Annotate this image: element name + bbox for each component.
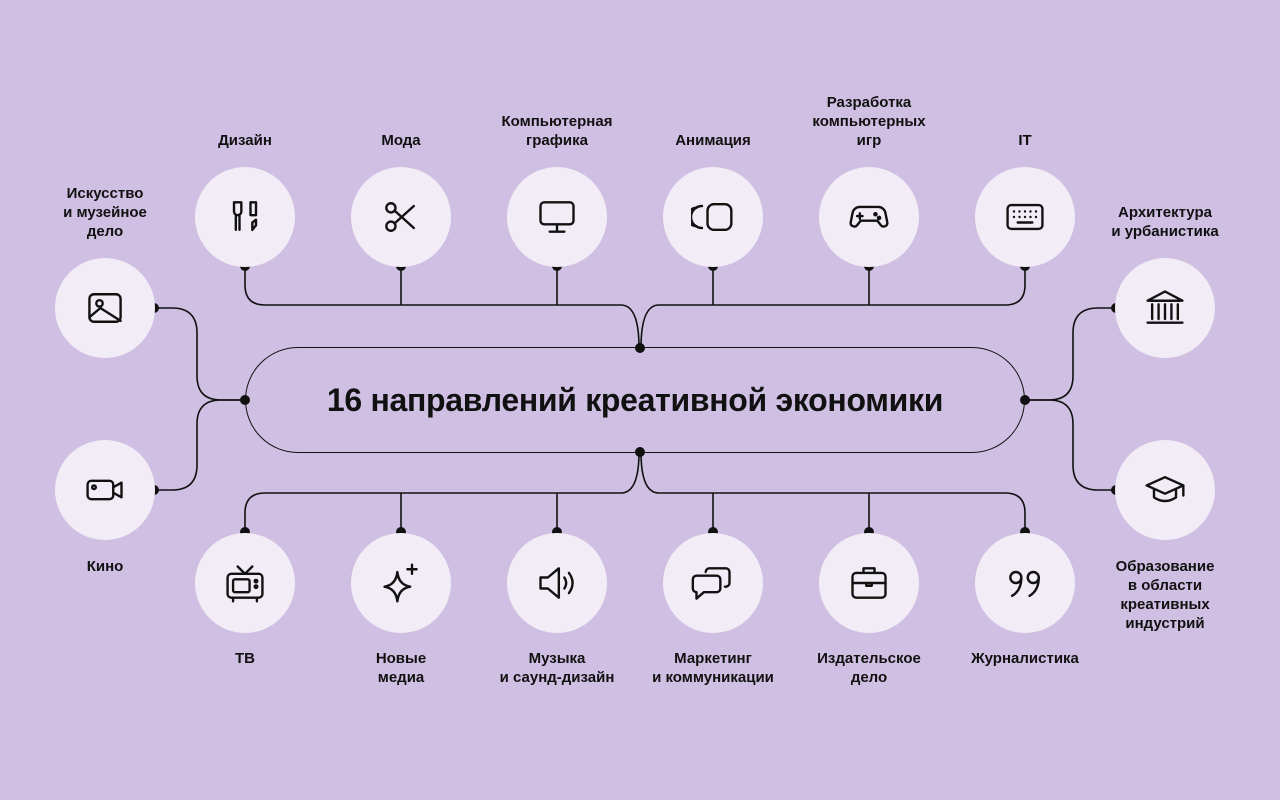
sparkle-icon bbox=[383, 563, 418, 603]
image-icon bbox=[88, 293, 122, 323]
node-art-museum bbox=[55, 258, 155, 358]
node-architecture bbox=[1115, 258, 1215, 358]
junction-dot bbox=[635, 343, 645, 353]
label-tv: ТВ bbox=[235, 650, 255, 667]
connector-tv bbox=[244, 451, 640, 532]
label-fashion: Мода bbox=[381, 132, 421, 149]
gamepad-icon bbox=[849, 205, 889, 228]
tv-icon bbox=[226, 565, 264, 603]
diagram-title: 16 направлений креативной экономики bbox=[326, 381, 944, 418]
label-art-museum: Искусство и музейное дело bbox=[63, 185, 147, 240]
node-cinema bbox=[55, 440, 155, 540]
connector-journalism bbox=[640, 451, 1026, 532]
node-computer-graphics bbox=[507, 167, 607, 267]
label-journalism: Журналистика bbox=[971, 650, 1079, 667]
connector-design bbox=[244, 266, 640, 349]
building-columns-icon bbox=[1146, 290, 1184, 324]
label-music: Музыка и саунд-дизайн bbox=[499, 650, 615, 686]
node-gamedev bbox=[819, 167, 919, 267]
quote-icon bbox=[1009, 570, 1040, 598]
connector-education bbox=[1025, 399, 1116, 491]
node-it bbox=[975, 167, 1075, 267]
connector-it bbox=[640, 266, 1026, 349]
animation-frames-icon bbox=[691, 202, 733, 232]
label-cinema: Кино bbox=[86, 558, 124, 575]
node-music bbox=[507, 533, 607, 633]
keyboard-icon bbox=[1006, 203, 1044, 231]
node-marketing bbox=[663, 533, 763, 633]
label-design: Дизайн bbox=[218, 132, 272, 149]
node-new-media bbox=[351, 533, 451, 633]
node-publishing bbox=[819, 533, 919, 633]
brush-icon bbox=[232, 201, 258, 232]
node-animation bbox=[663, 167, 763, 267]
connector-cinema bbox=[154, 399, 245, 491]
speaker-icon bbox=[539, 567, 574, 599]
node-fashion bbox=[351, 167, 451, 267]
label-marketing: Маркетинг и коммуникации bbox=[652, 650, 774, 686]
label-architecture: Архитектура и урбанистика bbox=[1111, 204, 1219, 240]
node-journalism bbox=[975, 533, 1075, 633]
connector-architecture bbox=[1025, 307, 1116, 401]
label-publishing: Издательское дело bbox=[817, 650, 921, 686]
monitor-icon bbox=[539, 201, 575, 233]
node-tv bbox=[195, 533, 295, 633]
scissors-icon bbox=[385, 202, 416, 232]
label-animation: Анимация bbox=[675, 132, 751, 149]
briefcase-icon bbox=[851, 567, 887, 599]
central-title-pill: 16 направлений креативной экономики bbox=[245, 347, 1025, 453]
label-education: Образование в области креативных индустр… bbox=[1115, 558, 1215, 632]
label-gamedev: Разработка компьютерных игр bbox=[812, 94, 926, 149]
label-it: IT bbox=[1018, 132, 1032, 149]
connector-art bbox=[154, 307, 245, 401]
video-camera-icon bbox=[86, 479, 123, 501]
graduation-cap-icon bbox=[1145, 475, 1185, 503]
label-new-media: Новые медиа bbox=[375, 650, 427, 686]
node-design bbox=[195, 167, 295, 267]
label-computer-graphics: Компьютерная графика bbox=[501, 113, 613, 149]
chat-bubbles-icon bbox=[691, 567, 731, 600]
node-education bbox=[1115, 440, 1215, 540]
